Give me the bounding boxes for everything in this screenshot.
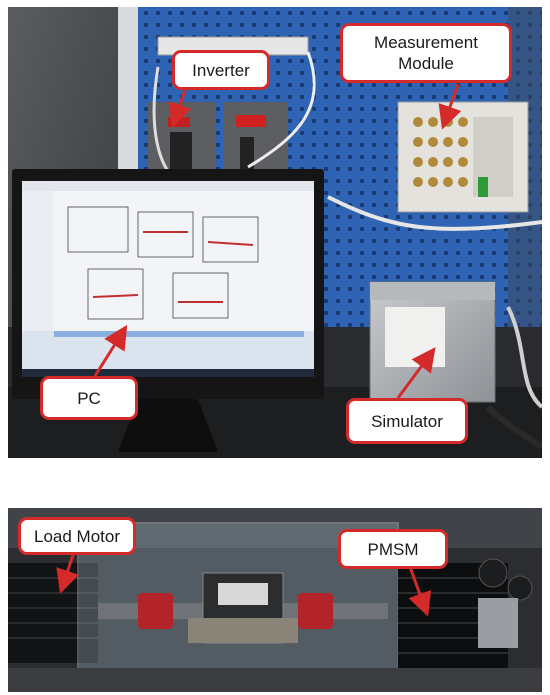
pmsm-label: PMSM [338, 529, 448, 569]
load-motor-label: Load Motor [18, 517, 136, 555]
measurement-module-label: Measurement Module [340, 23, 512, 83]
simulator-label: Simulator [346, 398, 468, 444]
inverter-label: Inverter [172, 50, 270, 90]
pc-label: PC [40, 376, 138, 420]
